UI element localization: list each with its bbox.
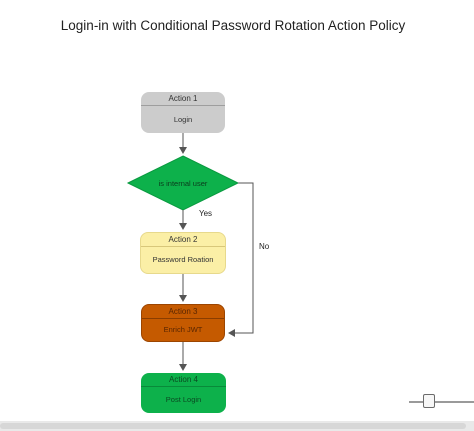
- action-2-divider: [141, 246, 225, 247]
- action-1-header: Action 1: [168, 94, 198, 103]
- action-4-divider: [141, 386, 226, 387]
- action-4-header: Action 4: [169, 375, 198, 384]
- action-3-header: Action 3: [168, 307, 198, 316]
- action-4-node[interactable]: Action 4 Post Login: [141, 373, 226, 413]
- action-3-node[interactable]: Action 3 Enrich JWT: [141, 304, 225, 342]
- zoom-slider-handle[interactable]: [423, 394, 435, 408]
- action-3-divider: [142, 318, 224, 319]
- action-3-body: Enrich JWT: [163, 325, 203, 334]
- diagram-title: Login-in with Conditional Password Rotat…: [60, 18, 406, 33]
- zoom-slider-track[interactable]: [409, 401, 474, 403]
- horizontal-scrollbar-thumb[interactable]: [0, 423, 466, 429]
- action-2-body: Password Roation: [152, 255, 214, 264]
- action-2-node[interactable]: Action 2 Password Roation: [140, 232, 226, 274]
- edge-label-no: No: [259, 242, 270, 251]
- edge-decision-to-action3: [228, 182, 254, 337]
- action-4-body: Post Login: [165, 395, 202, 404]
- action-1-body: Login: [173, 115, 193, 124]
- edge-label-yes: Yes: [199, 209, 213, 218]
- action-2-header: Action 2: [168, 235, 198, 244]
- decision-label: is internal user: [159, 179, 208, 188]
- action-1-node[interactable]: Action 1 Login: [141, 92, 225, 133]
- action-1-divider: [141, 105, 225, 106]
